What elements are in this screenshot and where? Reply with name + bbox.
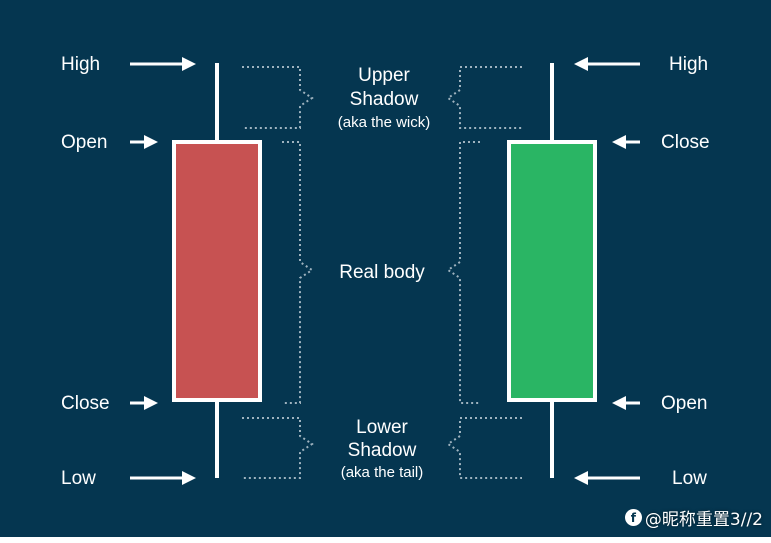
right-arrows <box>574 57 640 485</box>
left-candle-body <box>172 140 262 402</box>
left-body-brace <box>282 141 314 404</box>
left-high-arrow-icon <box>130 57 196 71</box>
right-open-arrow-icon <box>612 396 640 410</box>
right-close-label: Close <box>661 132 710 153</box>
right-upper-brace <box>446 66 522 129</box>
watermark-text: @昵称重置3//2 <box>644 510 763 530</box>
right-close-arrow-icon <box>612 135 640 149</box>
right-lower-brace <box>446 417 522 479</box>
left-lower-brace <box>242 417 314 479</box>
right-candle-body <box>507 140 597 402</box>
left-high-label: High <box>61 54 100 75</box>
left-low-arrow-icon <box>130 471 196 485</box>
lower-shadow-title-line1: Lower <box>356 417 408 438</box>
lower-shadow-title-line2: Shadow <box>348 440 417 461</box>
left-close-arrow-icon <box>130 396 158 410</box>
right-open-label: Open <box>661 393 707 414</box>
left-open-label: Open <box>61 132 107 153</box>
right-high-label: High <box>669 54 708 75</box>
right-low-label: Low <box>672 468 707 489</box>
watermark: f @昵称重置3//2 <box>624 505 763 530</box>
left-low-label: Low <box>61 468 96 489</box>
lower-shadow-note: (aka the tail) <box>341 464 424 481</box>
upper-shadow-title-line2: Shadow <box>350 89 419 110</box>
right-high-arrow-icon <box>574 57 640 71</box>
right-body-brace <box>446 141 480 404</box>
real-body-label: Real body <box>339 262 425 283</box>
dotted-guides <box>242 66 522 479</box>
left-arrows <box>130 57 196 485</box>
watermark-logo-icon: f <box>624 509 642 526</box>
left-open-arrow-icon <box>130 135 158 149</box>
left-close-label: Close <box>61 393 110 414</box>
left-upper-brace <box>242 66 314 129</box>
upper-shadow-title-line1: Upper <box>358 65 410 86</box>
right-low-arrow-icon <box>574 471 640 485</box>
upper-shadow-note: (aka the wick) <box>338 114 431 131</box>
